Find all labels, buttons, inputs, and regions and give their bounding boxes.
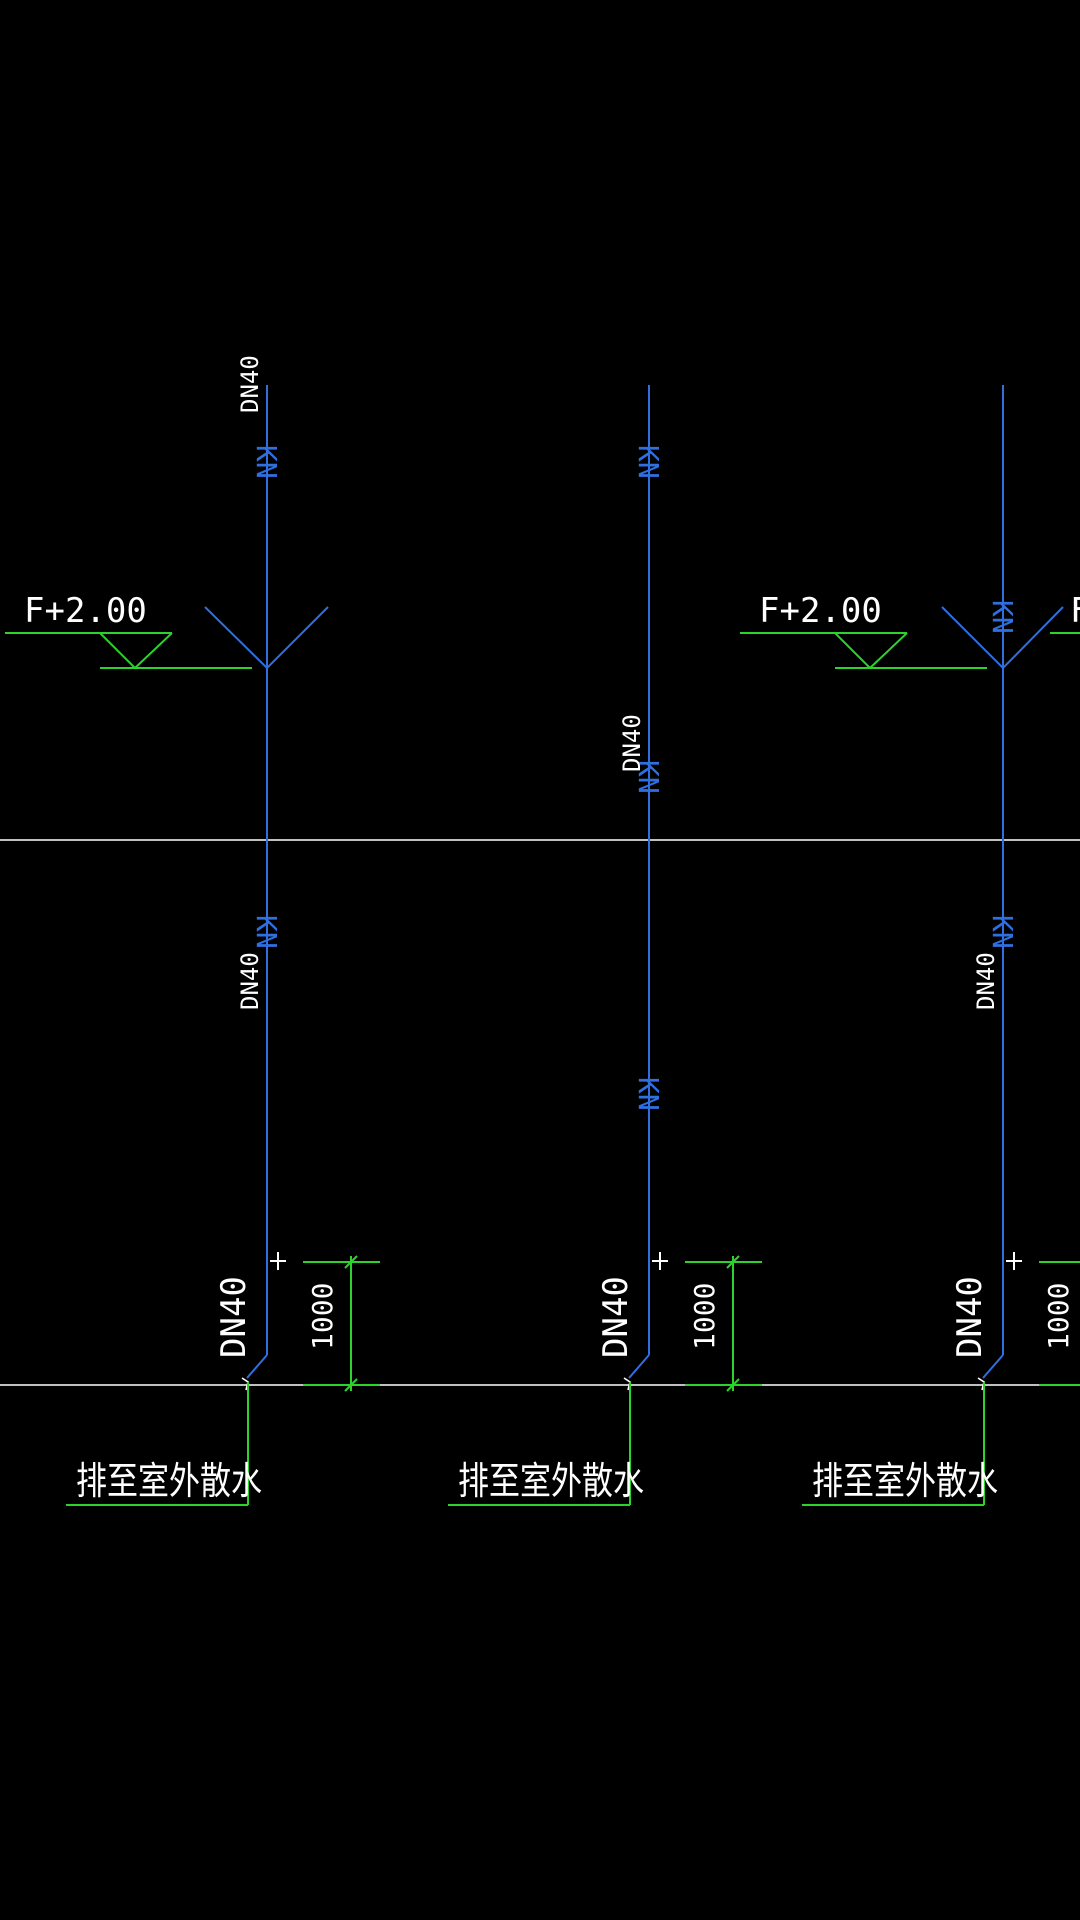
- pipe-code-label: KN: [632, 445, 665, 479]
- dimension-3: [1039, 1261, 1080, 1386]
- pipe-code-label: KN: [250, 445, 283, 479]
- pipe-size-label: DN40: [618, 714, 646, 772]
- dimension-2: [685, 1255, 762, 1392]
- pipe-size-label: DN40: [950, 1276, 990, 1358]
- discharge-leader-1: [66, 1382, 249, 1506]
- pipe-riser-1[interactable]: [204, 385, 329, 1391]
- discharge-note: 排至室外散水: [458, 1459, 644, 1503]
- funnel-3: [941, 606, 1064, 670]
- discharge-leader-2: [448, 1382, 631, 1506]
- elevation-marker-1: [5, 632, 252, 670]
- pipe-code-label: KN: [986, 600, 1019, 634]
- dimension-label: 1000: [306, 1283, 339, 1350]
- pipe-riser-3[interactable]: [941, 385, 1064, 1391]
- pipe-code-label: KN: [632, 760, 665, 794]
- pipe-size-label: DN40: [236, 952, 264, 1010]
- pipe-size-label: DN40: [214, 1276, 254, 1358]
- dimension-label: 1000: [1042, 1283, 1075, 1350]
- pipe-code-label: KN: [250, 915, 283, 949]
- discharge-leader-3: [802, 1382, 985, 1506]
- elevation-label: F+2.00: [24, 591, 147, 631]
- pipe-code-label: KN: [632, 1077, 665, 1111]
- discharge-note: 排至室外散水: [76, 1459, 262, 1503]
- elevation-marker-3: [740, 632, 987, 670]
- elevation-label: F+2.00: [759, 591, 882, 631]
- pipe-riser-2[interactable]: [623, 385, 668, 1391]
- pipe-size-label: DN40: [972, 952, 1000, 1010]
- dimension-label: 1000: [688, 1283, 721, 1350]
- pipe-size-label: DN40: [596, 1276, 636, 1358]
- elevation-label-partial: F: [1070, 591, 1080, 631]
- discharge-note: 排至室外散水: [812, 1459, 998, 1503]
- pipe-code-label: KN: [986, 915, 1019, 949]
- pipe-size-label: DN40: [236, 355, 264, 413]
- funnel-1: [204, 606, 329, 670]
- dimension-1: [303, 1255, 380, 1392]
